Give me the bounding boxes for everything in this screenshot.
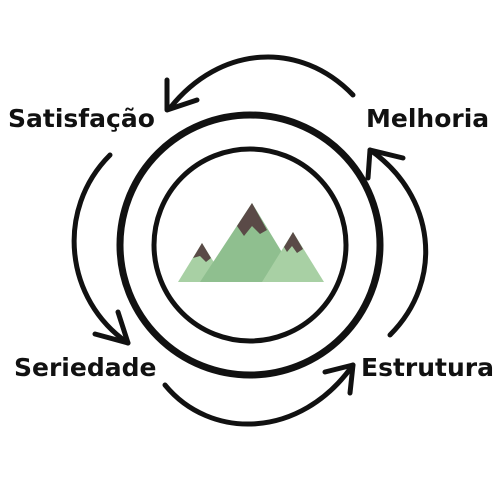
label-satisfacao: Satisfação [8,104,155,133]
arrow-right [367,147,429,338]
arrowhead-right [365,147,406,181]
arrowhead-left [92,309,131,346]
arrow-top [167,54,356,111]
arrow-left [71,152,131,346]
mountain-right [262,232,324,282]
label-seriedade: Seriedade [14,353,157,382]
mountain-logo-icon [178,203,324,282]
label-estrutura: Estrutura [361,353,494,382]
arrowhead-bottom [322,362,356,396]
peak-right [284,232,303,253]
outer-ring [116,111,384,379]
peak-left [193,243,211,262]
arrowhead-top [164,77,200,113]
label-melhoria: Melhoria [366,104,490,133]
arrow-bottom [162,362,356,427]
peak-center [237,203,267,236]
inner-ring [151,146,349,344]
